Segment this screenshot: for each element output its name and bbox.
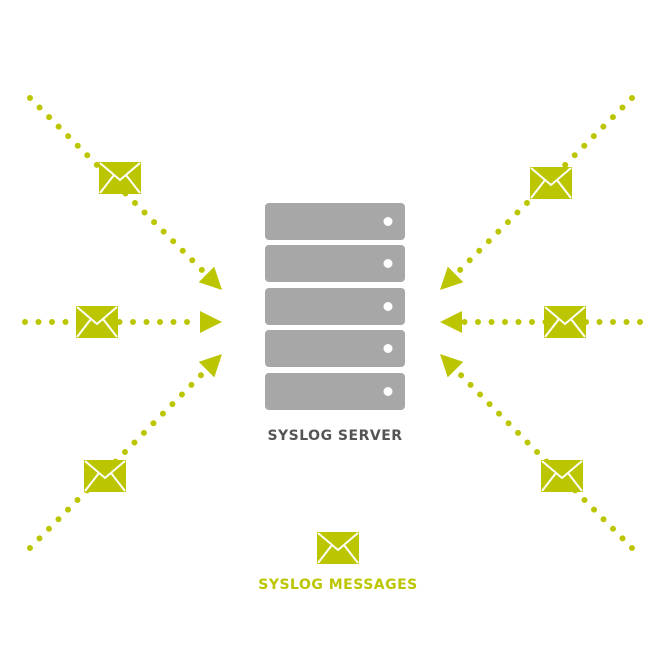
envelope-icon — [541, 460, 583, 492]
envelope-icon — [317, 532, 359, 564]
arrow-top-left — [27, 95, 222, 290]
arrow-bottom-right — [440, 354, 635, 551]
arrow-middle-right — [440, 311, 643, 333]
status-light-icon — [383, 217, 393, 226]
arrowhead-icon — [440, 354, 464, 378]
envelope-icon — [99, 162, 141, 194]
arrow-middle-left — [22, 311, 222, 333]
arrowhead-icon — [198, 354, 222, 378]
arrowhead-icon — [200, 311, 222, 333]
server-unit — [265, 373, 405, 410]
legend-label: SYSLOG MESSAGES — [258, 577, 418, 593]
arrow-top-right — [440, 95, 635, 290]
server-unit — [265, 330, 405, 367]
arrow-bottom-left — [27, 354, 222, 551]
status-light-icon — [383, 259, 393, 268]
server-unit — [265, 288, 405, 325]
server-label: SYSLOG SERVER — [267, 428, 403, 444]
arrowhead-icon — [198, 266, 222, 290]
server-icon — [265, 203, 405, 410]
server-unit — [265, 245, 405, 282]
envelope-icon — [76, 306, 118, 338]
status-light-icon — [383, 344, 393, 353]
status-light-icon — [383, 387, 393, 396]
envelope-icon — [530, 167, 572, 199]
envelope-icon — [544, 306, 586, 338]
arrowhead-icon — [440, 266, 464, 290]
server-unit — [265, 203, 405, 240]
status-light-icon — [383, 302, 393, 311]
arrowhead-icon — [440, 311, 462, 333]
envelope-icon — [84, 460, 126, 492]
